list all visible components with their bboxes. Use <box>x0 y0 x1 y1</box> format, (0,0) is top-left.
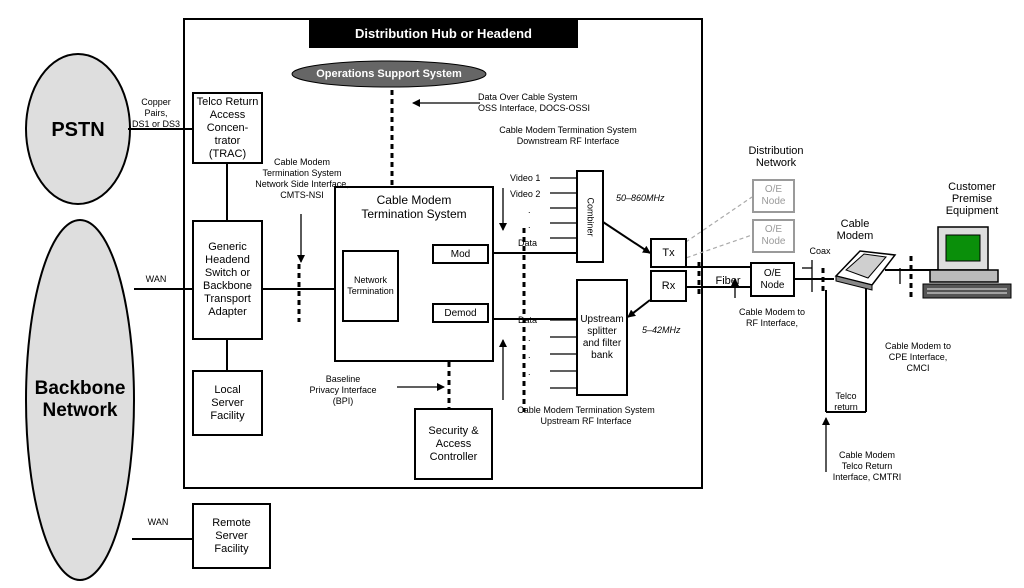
computer-device <box>922 226 1012 299</box>
cmts-label: Cable Modem Termination System <box>361 193 467 221</box>
dot-label-3: . <box>528 333 531 343</box>
docs-ossi-label: Data Over Cable System OSS Interface, DO… <box>478 92 591 113</box>
mod-label: Mod <box>450 248 471 260</box>
demod-label: Demod <box>444 307 477 319</box>
bpi-label: Baseline Privacy Interface (BPI) <box>309 374 377 406</box>
video2-label: Video 2 <box>510 189 541 199</box>
cm-rf-label: Cable Modem to RF Interface, <box>738 307 806 328</box>
dot-label-5: . <box>528 367 531 377</box>
splitter-box: Upstream splitter and filter bank <box>576 279 628 396</box>
remote-server-label: Remote Server Facility <box>212 516 251 555</box>
cmts-box: Cable Modem Termination System <box>334 186 494 362</box>
network-termination-box: Network Termination <box>342 250 399 322</box>
hub-title: Distribution Hub or Headend <box>309 19 578 48</box>
cmci-label: Cable Modem to CPE Interface, CMCI <box>884 341 952 373</box>
hub-title-text: Distribution Hub or Headend <box>355 26 532 41</box>
distribution-network-label: Distribution Network <box>748 145 804 169</box>
security-box: Security & Access Controller <box>414 408 493 480</box>
freq-up-label: 5–42MHz <box>642 325 681 335</box>
telco-return-label: Telco return <box>834 391 858 412</box>
generic-switch-label: Generic Headend Switch or Backbone Trans… <box>203 241 252 318</box>
pstn-label: PSTN <box>51 119 105 141</box>
trac-label: Telco Return Access Concen- trator (TRAC… <box>196 95 259 160</box>
trac-box: Telco Return Access Concen- trator (TRAC… <box>192 92 263 164</box>
cmtri-label: Cable Modem Telco Return Interface, CMTR… <box>832 450 902 482</box>
copper-label: Copper Pairs, DS1 or DS3 <box>131 97 181 129</box>
rx-label: Rx <box>661 280 676 292</box>
dot-label-4: . <box>528 350 531 360</box>
oe-node-remote-2-label: O/E Node <box>761 224 786 247</box>
wan-label-backbone: WAN <box>145 274 167 284</box>
video1-label: Video 1 <box>510 173 541 183</box>
network-termination-label: Network Termination <box>347 275 394 296</box>
oss-ellipse <box>291 60 487 88</box>
freq-down-label: 50–860MHz <box>616 193 665 203</box>
oss-label: Operations Support System <box>316 68 462 80</box>
oe-node-remote-1: O/E Node <box>752 179 795 213</box>
upstream-rf-label: Cable Modem Termination System Upstream … <box>517 405 655 426</box>
coax-label: Coax <box>809 246 831 256</box>
cmts-nsi-label: Cable Modem Termination System Network S… <box>255 157 349 200</box>
local-server-box: Local Server Facility <box>192 370 263 436</box>
mod-box: Mod <box>432 244 489 264</box>
tx-box: Tx <box>650 238 687 268</box>
combiner-label: Combiner <box>585 196 596 237</box>
cable-modem-device <box>834 250 897 291</box>
data-label-down: Data <box>518 238 538 248</box>
generic-switch-box: Generic Headend Switch or Backbone Trans… <box>192 220 263 340</box>
data-label-up: Data <box>518 315 538 325</box>
rx-box: Rx <box>650 270 687 302</box>
backbone-label: Backbone Network <box>34 378 126 421</box>
remote-server-box: Remote Server Facility <box>192 503 271 569</box>
wan-label-remote: WAN <box>147 517 169 527</box>
local-server-label: Local Server Facility <box>210 383 245 422</box>
cable-modem-label: Cable Modem <box>836 218 874 242</box>
oe-node-remote-1-label: O/E Node <box>761 184 786 207</box>
security-label: Security & Access Controller <box>428 424 479 463</box>
demod-box: Demod <box>432 303 489 323</box>
oe-node-label: O/E Node <box>760 267 785 291</box>
oe-node-remote-2: O/E Node <box>752 219 795 253</box>
tx-label: Tx <box>662 247 675 259</box>
fiber-label: Fiber <box>715 275 741 287</box>
backbone-ellipse <box>25 219 135 581</box>
downstream-rf-label: Cable Modem Termination System Downstrea… <box>499 125 637 146</box>
dot-label-2: . <box>528 220 531 230</box>
combiner-box: Combiner <box>576 170 604 263</box>
cpe-label: Customer Premise Equipment <box>945 181 999 217</box>
dot-label-1: . <box>528 205 531 215</box>
splitter-label: Upstream splitter and filter bank <box>580 313 624 361</box>
oe-node-box: O/E Node <box>750 262 795 297</box>
